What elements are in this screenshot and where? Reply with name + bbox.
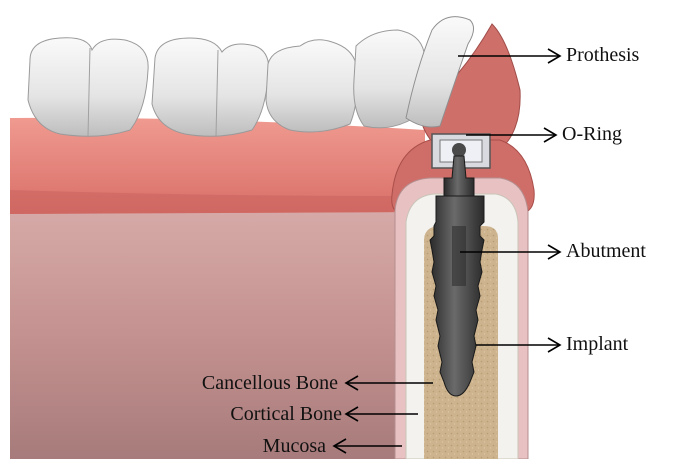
label-cortical-bone: Cortical Bone xyxy=(230,404,342,424)
label-prothesis: Prothesis xyxy=(566,45,639,65)
label-o-ring: O-Ring xyxy=(562,124,622,144)
label-cancellous-bone: Cancellous Bone xyxy=(202,373,338,393)
tooth-2 xyxy=(152,38,269,136)
o-ring-ball xyxy=(452,143,466,157)
tooth-3 xyxy=(266,40,357,132)
label-abutment: Abutment xyxy=(566,241,646,261)
implant-inner-screw xyxy=(452,226,466,286)
label-implant: Implant xyxy=(566,334,628,354)
label-mucosa: Mucosa xyxy=(263,436,326,456)
